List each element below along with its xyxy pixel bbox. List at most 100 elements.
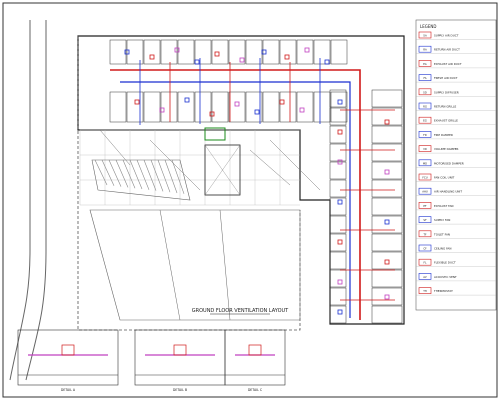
duct-fitting <box>234 101 240 107</box>
duct-fitting <box>304 47 310 53</box>
room <box>371 89 403 108</box>
parking-stall <box>157 159 171 193</box>
room <box>194 39 212 65</box>
legend-text: SUPPLY FAN <box>434 218 450 222</box>
room <box>262 91 280 123</box>
duct-fitting <box>184 97 190 103</box>
legend-symbol-box <box>418 159 432 167</box>
duct-runs <box>110 58 395 320</box>
room <box>194 91 212 123</box>
legend-symbol-box <box>418 230 432 238</box>
detail-label: DETAIL B <box>173 388 187 392</box>
room <box>329 107 347 126</box>
parking-stall <box>143 159 157 191</box>
legend-symbol: FL <box>424 261 427 265</box>
duct-fitting <box>384 169 390 175</box>
stair-core-cross <box>204 144 241 196</box>
road-edge-outer <box>9 20 31 381</box>
duct-fitting <box>337 199 343 205</box>
parking-stall <box>150 159 164 192</box>
duct-fitting <box>337 159 343 165</box>
room <box>371 197 403 216</box>
legend-symbol: SF <box>423 218 427 222</box>
room <box>228 91 246 123</box>
room <box>371 287 403 306</box>
room <box>211 91 229 123</box>
room <box>329 179 347 198</box>
angled-parking-frame <box>91 159 191 201</box>
legend-text: RETURN GRILLE <box>434 105 456 109</box>
detail-unit <box>248 344 262 356</box>
parking-stall <box>164 159 178 194</box>
duct-fitting <box>124 49 130 55</box>
legend-text: CEILING FAN <box>434 247 451 251</box>
duct-fitting <box>324 59 330 65</box>
legend-text: FRESH AIR DUCT <box>434 76 458 80</box>
legend-symbol-box <box>418 131 432 138</box>
legend-symbol: FCU <box>422 176 427 180</box>
room <box>109 39 127 65</box>
room <box>160 91 178 123</box>
duct-fitting <box>279 99 285 105</box>
room <box>329 89 347 108</box>
room <box>329 233 347 252</box>
parking-stall <box>171 159 185 194</box>
duct-fitting <box>159 107 165 113</box>
legend-symbol: TF <box>423 232 427 236</box>
detail-label: DETAIL A <box>61 388 76 392</box>
room <box>329 251 347 270</box>
legend-symbol-box <box>418 287 432 294</box>
return-duct-main <box>120 81 351 318</box>
room <box>371 251 403 270</box>
rooms-upper-wing <box>109 39 348 123</box>
parking-lot-divisions <box>159 209 231 321</box>
legend-symbol-box <box>418 60 432 67</box>
legend-symbol: EG <box>423 119 427 123</box>
legend-symbol-box <box>418 88 432 96</box>
room <box>245 91 263 123</box>
detail-unit <box>173 344 187 356</box>
room <box>371 125 403 144</box>
duct-fitting <box>337 279 343 285</box>
duct-markers <box>124 47 390 315</box>
duct-fitting <box>261 49 267 55</box>
room <box>329 305 347 324</box>
parking-stall <box>108 159 122 187</box>
duct-fitting <box>384 259 390 265</box>
legend-symbol: AV <box>423 275 427 279</box>
room <box>371 233 403 252</box>
legend-symbol: RA <box>423 48 427 52</box>
legend-text: FIRE DAMPER <box>434 133 453 137</box>
parking-stall <box>101 159 115 186</box>
detail-frame <box>17 329 119 386</box>
legend-symbol: EF <box>423 204 427 208</box>
drawing-title: GROUND FLOOR VENTILATION LAYOUT <box>192 308 289 314</box>
legend-symbol-box <box>418 145 432 152</box>
legend-symbol: FA <box>423 76 426 80</box>
parking-stall <box>94 159 108 186</box>
room <box>371 215 403 234</box>
room <box>228 39 246 65</box>
parking-stall <box>136 159 150 190</box>
legend-symbol: AHU <box>422 190 428 194</box>
return-branches <box>139 58 321 125</box>
supply-branches <box>169 62 291 122</box>
supply-duct-main <box>110 69 361 320</box>
room <box>143 91 161 123</box>
room <box>126 39 144 65</box>
